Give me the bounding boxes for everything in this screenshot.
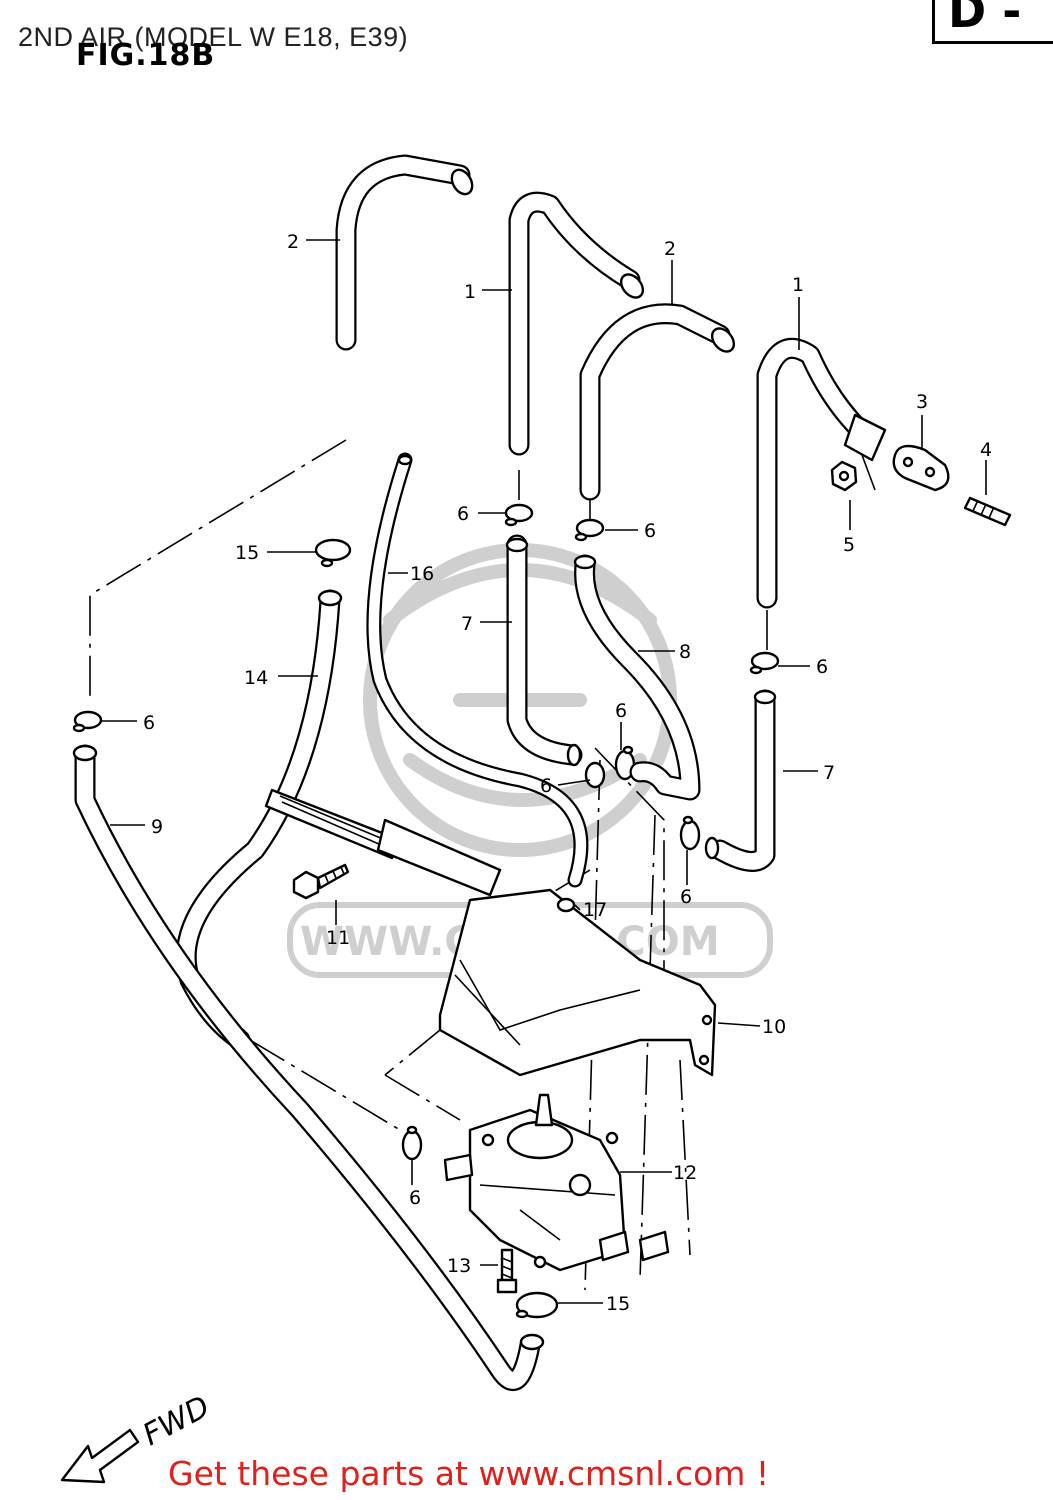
hose-2-right bbox=[579, 303, 736, 501]
callout-label: 6 bbox=[680, 886, 692, 908]
callout-label: 14 bbox=[244, 667, 268, 689]
heat-shield bbox=[264, 788, 402, 860]
callout-label: 6 bbox=[409, 1187, 421, 1209]
forward-label: FWD bbox=[137, 1389, 215, 1453]
callout-label: 12 bbox=[673, 1162, 697, 1184]
clamps bbox=[72, 503, 780, 1161]
clamp-15-upper bbox=[314, 538, 352, 568]
hose-9 bbox=[72, 744, 545, 1391]
nut-5 bbox=[830, 460, 858, 492]
clamp-6 bbox=[749, 651, 780, 675]
bracket-10 bbox=[376, 818, 717, 1077]
hose-7-right bbox=[704, 689, 777, 872]
clamp-6 bbox=[401, 1125, 423, 1161]
page-code: D - bbox=[948, 0, 1022, 38]
callout-label: 6 bbox=[615, 700, 627, 722]
callout-label: 7 bbox=[823, 762, 835, 784]
callout-label: 11 bbox=[326, 927, 350, 949]
callout-label: 3 bbox=[916, 391, 928, 413]
clamp-6 bbox=[504, 503, 534, 527]
gasket-3 bbox=[892, 444, 950, 492]
callout-label: 2 bbox=[287, 231, 299, 253]
page-code-box bbox=[932, 0, 1053, 44]
callout-label: 8 bbox=[679, 641, 691, 663]
callout-numbers: 2 1 2 1 3 4 5 6 6 6 6 6 6 6 6 7 7 8 9 10… bbox=[143, 231, 992, 1315]
valve-12 bbox=[443, 1093, 670, 1272]
callout-label: 5 bbox=[843, 534, 855, 556]
hose-7-center bbox=[505, 534, 583, 767]
callout-label: 9 bbox=[151, 816, 163, 838]
bolt-11 bbox=[292, 863, 350, 900]
clamp-6 bbox=[584, 761, 606, 789]
callout-label: 6 bbox=[540, 775, 552, 797]
callout-label: 2 bbox=[664, 238, 676, 260]
hose-1-right bbox=[756, 337, 887, 609]
clamp-15-lower bbox=[515, 1291, 559, 1319]
figure-title: FIG.18B bbox=[76, 38, 216, 73]
clamp-6 bbox=[574, 518, 605, 542]
callout-label: 4 bbox=[980, 439, 992, 461]
clamp-6 bbox=[72, 710, 103, 733]
callout-label: 10 bbox=[762, 1016, 786, 1038]
stud-4 bbox=[963, 496, 1012, 527]
callout-label: 1 bbox=[792, 274, 804, 296]
callout-label: 7 bbox=[461, 613, 473, 635]
callout-label: 15 bbox=[606, 1293, 630, 1315]
leader-lines bbox=[100, 239, 987, 1304]
callout-label: 6 bbox=[143, 712, 155, 734]
callout-label: 16 bbox=[410, 563, 434, 585]
clamp-6 bbox=[679, 815, 701, 851]
callout-label: 6 bbox=[816, 656, 828, 678]
callout-label: 1 bbox=[464, 281, 476, 303]
callout-label: 15 bbox=[235, 542, 259, 564]
callout-label: 6 bbox=[644, 520, 656, 542]
hose-1-center bbox=[508, 191, 645, 456]
page-title: 2ND AIR (MODEL W E18, E39) bbox=[18, 22, 409, 52]
callout-label: 6 bbox=[457, 503, 469, 525]
forward-arrow-icon bbox=[60, 1428, 140, 1484]
clamp-17 bbox=[556, 897, 576, 913]
screw-13 bbox=[496, 1248, 518, 1294]
hose-8 bbox=[573, 554, 701, 801]
callout-label: 17 bbox=[583, 899, 607, 921]
hose-2-left bbox=[335, 154, 474, 351]
callout-label: 13 bbox=[447, 1255, 471, 1277]
hose-16 bbox=[366, 452, 589, 888]
footer-link[interactable]: Get these parts at www.cmsnl.com ! bbox=[168, 1454, 770, 1493]
